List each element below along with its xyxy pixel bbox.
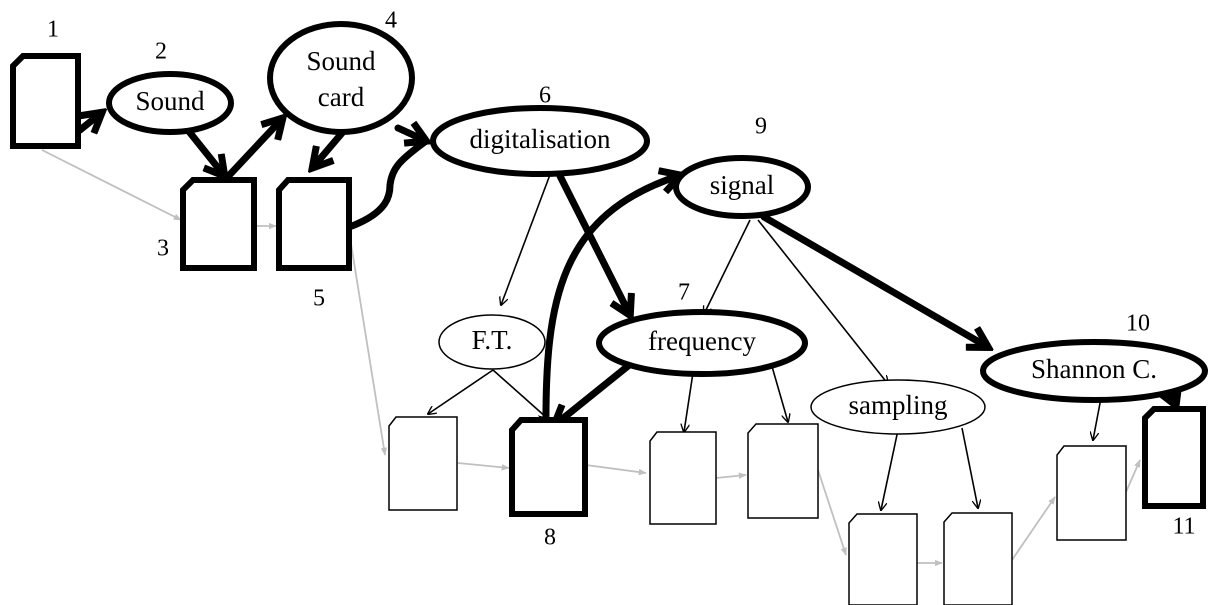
node-sound-ellipse	[106, 71, 234, 135]
edge-doc1-doc3	[41, 149, 182, 221]
step-number-8: 8	[544, 525, 556, 551]
label-sound: Sound	[135, 86, 205, 116]
edge-doc-f-doc11	[1125, 459, 1141, 493]
edge-sampling-doc-d	[881, 429, 899, 510]
edge-doc3-soundcard	[217, 120, 281, 188]
node-signal-ellipse	[673, 155, 811, 219]
edge-doc8-doc-b	[585, 464, 647, 476]
edge-ft-doc-a	[428, 369, 494, 414]
node-soundcard-ellipse	[267, 21, 415, 135]
thin-concept-edges	[428, 171, 1102, 510]
node-sampling-ellipse	[810, 379, 986, 435]
edge-signal-sampling	[757, 219, 888, 384]
label-soundcard-line2: card	[318, 82, 365, 112]
step-number-1: 1	[47, 17, 59, 43]
node-shannon-ellipse	[980, 339, 1208, 403]
label-sampling: sampling	[849, 390, 948, 420]
document-icon-1	[10, 53, 81, 149]
document-icon-d	[848, 513, 918, 605]
edge-doc-c-doc-d	[817, 469, 847, 556]
node-frequency-ellipse	[596, 309, 808, 377]
label-signal: signal	[710, 170, 775, 200]
step-number-4: 4	[385, 8, 397, 34]
document-icon-11	[1142, 406, 1206, 509]
document-icon-5	[276, 177, 352, 271]
edge-doc-b-doc-c	[715, 472, 747, 479]
step-number-11: 11	[1172, 514, 1195, 540]
edge-doc-a-doc8	[457, 462, 510, 471]
node-digitalisation-ellipse	[430, 105, 650, 177]
document-icon-3	[180, 177, 257, 271]
step-number-2: 2	[155, 39, 167, 65]
label-digitalisation: digitalisation	[470, 124, 611, 154]
concept-labels: Sound Sound card digitalisation signal F…	[135, 46, 1157, 420]
edge-doc1-sound	[76, 114, 100, 130]
edge-sampling-doc-e	[961, 427, 978, 508]
edge-doc5-doc-a	[347, 224, 388, 456]
edge-frequency-doc-c	[770, 362, 788, 422]
edge-soundcard-digitalisation	[394, 128, 424, 140]
thick-concept-edges	[76, 114, 1175, 434]
label-shannon: Shannon C.	[1031, 354, 1157, 384]
edge-digitalisation-frequency	[556, 172, 629, 313]
step-number-5: 5	[313, 286, 325, 312]
document-sequence-edges	[41, 149, 1141, 567]
document-nodes	[10, 53, 1206, 605]
edge-ft-doc8	[492, 369, 547, 418]
step-number-9: 9	[755, 114, 767, 140]
edge-frequency-doc8	[556, 358, 637, 424]
step-numbers: 1 2 3 4 5 6 7 8 9 10 11	[47, 8, 1196, 551]
edge-digitalisation-ft	[501, 171, 552, 305]
document-icon-f	[1056, 445, 1127, 541]
edge-signal-frequency	[704, 219, 751, 314]
node-ft-ellipse	[438, 314, 546, 370]
label-frequency: frequency	[648, 326, 756, 356]
step-number-6: 6	[539, 83, 551, 109]
label-soundcard-line1: Sound	[306, 46, 376, 76]
step-number-3: 3	[157, 236, 169, 262]
document-icon-b	[649, 431, 717, 525]
edge-frequency-doc-b	[684, 365, 695, 432]
document-icon-e	[943, 512, 1013, 605]
concept-nodes	[106, 21, 1208, 435]
document-icon-8	[509, 417, 588, 517]
step-number-10: 10	[1126, 311, 1150, 337]
step-number-7: 7	[678, 280, 690, 306]
edge-shannon-doc-f	[1093, 397, 1102, 440]
document-icon-a	[388, 416, 458, 511]
label-ft: F.T.	[472, 325, 513, 355]
edge-doc-e-doc-f	[1011, 496, 1056, 561]
edge-doc5-digitalisation	[348, 137, 430, 230]
edge-signal-shannon	[760, 213, 986, 346]
edge-doc8-signal	[542, 176, 678, 434]
document-icon-c	[747, 423, 819, 519]
